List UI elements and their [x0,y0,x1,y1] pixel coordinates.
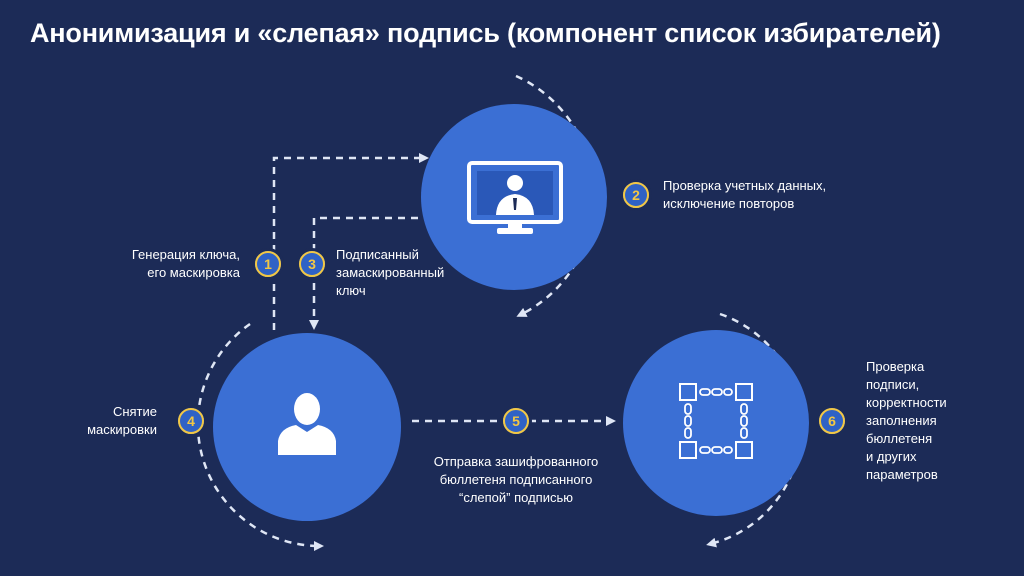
arrow-key-to-server [272,153,429,330]
blockchain-node [623,330,809,516]
orbit-arc-blockchain [706,312,803,548]
monitor-user-icon [467,161,563,234]
step-badge-3: 3 [296,248,328,280]
step-badge-1: 1 [252,248,284,280]
step-badge-6: 6 [816,405,848,437]
voter-node [213,333,401,521]
page-title: Анонимизация и «слепая» подпись (компоне… [30,18,941,48]
blockchain-icon [679,383,753,459]
arrow-server-to-voter [309,216,418,330]
step-label-1: Генерация ключа,его маскировка [131,247,240,280]
step-label-2: Проверка учетных данных,исключение повто… [663,178,827,211]
user-icon [278,393,336,455]
orbit-arc-voter [196,322,324,551]
step-badge-2: 2 [620,179,652,211]
step-badge-4: 4 [175,405,207,437]
step-badge-5: 5 [500,405,532,437]
